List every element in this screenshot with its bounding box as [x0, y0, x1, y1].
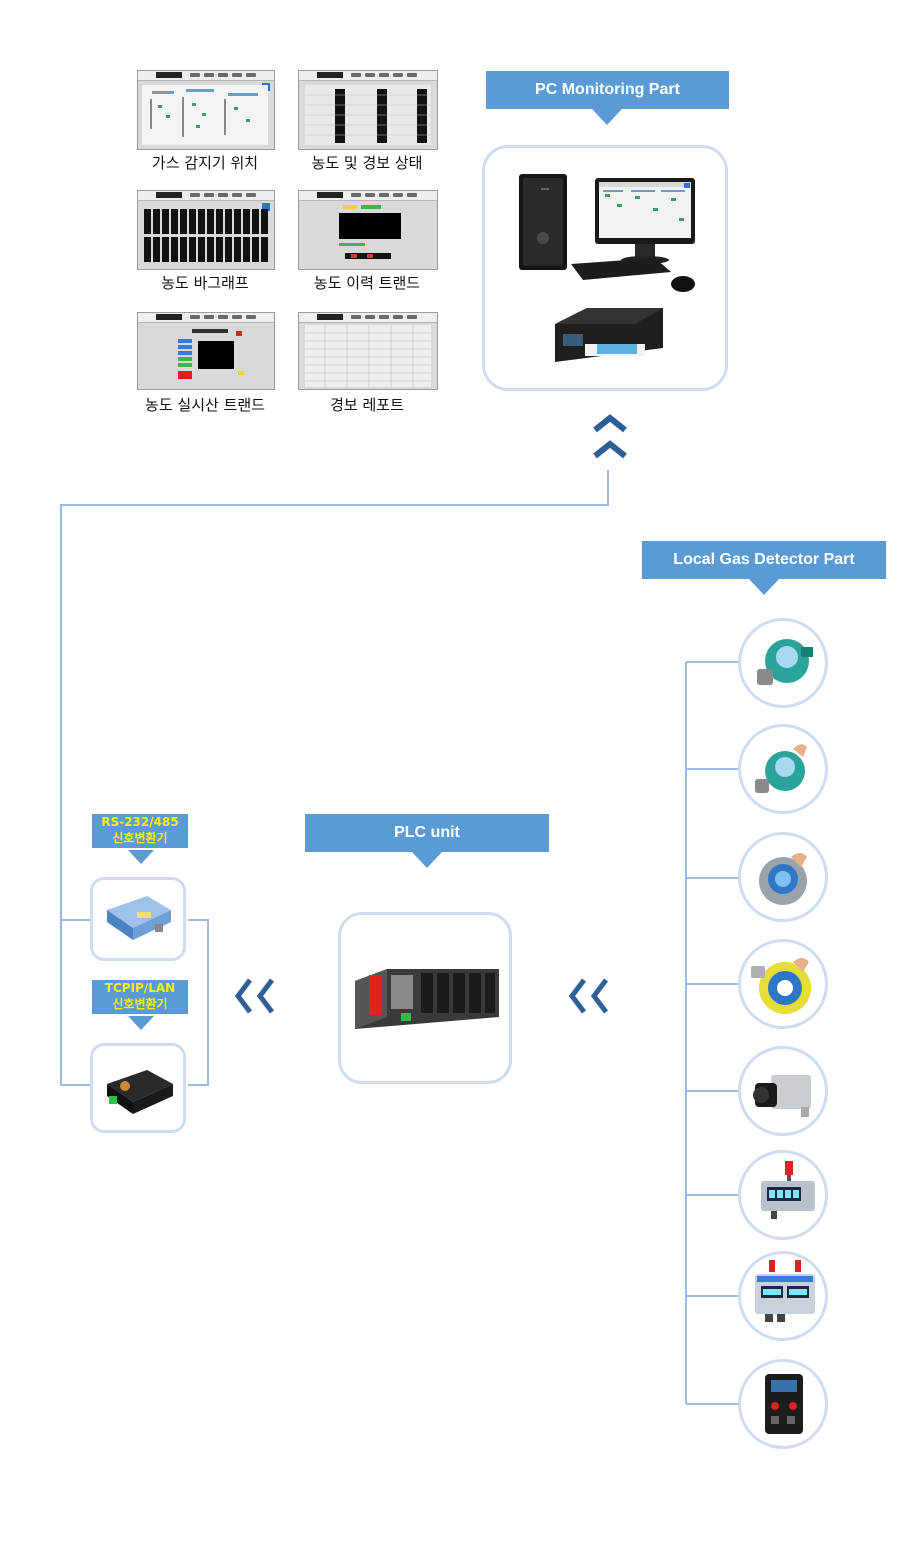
keyboard-icon: [571, 258, 695, 292]
serial-converter-label: RS-232/485 신호변환기: [92, 814, 188, 848]
pc-banner-arrow-icon: [592, 109, 622, 125]
gas-detector-icon: [755, 744, 807, 793]
screen-label-status: 농도 및 경보 상태: [311, 154, 423, 172]
screen-thumb-realtime: [137, 312, 275, 390]
local-banner-arrow-icon: [749, 579, 779, 595]
serial-converter-box: [90, 877, 186, 961]
pc-panel: [482, 145, 728, 391]
detector-circle-1: [738, 618, 828, 708]
serial-converter-icon: [107, 896, 171, 940]
local-detector-banner-text: Local Gas Detector Part: [673, 551, 855, 568]
lan-converter-label: TCPIP/LAN 신호변환기: [92, 980, 188, 1014]
detector-circle-5: [738, 1046, 828, 1136]
plc-panel: [338, 912, 512, 1084]
lan-arrow-icon: [128, 1016, 154, 1030]
screen-label-trend: 농도 이력 트랜드: [313, 274, 421, 292]
screen-thumb-bargraph: [137, 190, 275, 270]
printer-icon: [555, 308, 663, 362]
left-chevron-icon-detectors: [568, 978, 608, 1014]
plc-banner: PLC unit: [305, 814, 549, 852]
detector-circle-8: [738, 1359, 828, 1449]
left-chevron-icon-plc: [234, 978, 274, 1014]
serial-converter-label-line1: RS-232/485: [101, 815, 179, 829]
gas-detector-icon: [753, 1075, 811, 1117]
detector-circle-7: [738, 1251, 828, 1341]
gas-detector-icon: [759, 853, 807, 905]
plc-banner-text: PLC unit: [394, 824, 460, 841]
screen-label-report: 경보 레포트: [330, 396, 404, 414]
serial-arrow-icon: [128, 850, 154, 864]
gas-detector-icon: [751, 958, 811, 1014]
screen-label-location: 가스 감지기 위치: [151, 154, 259, 172]
detector-circle-6: [738, 1150, 828, 1240]
gas-control-panel-icon: [765, 1374, 803, 1434]
monitor-icon: [595, 178, 695, 264]
screen-thumb-status: [298, 70, 438, 150]
screen-thumb-location: [137, 70, 275, 150]
lan-converter-label-line2: 신호변환기: [112, 997, 168, 1011]
lan-converter-icon: [107, 1070, 173, 1114]
detector-circle-4: [738, 939, 828, 1029]
serial-converter-label-line2: 신호변환기: [112, 831, 168, 845]
screen-thumb-trend: [298, 190, 438, 270]
screen-label-realtime: 농도 실시산 트랜드: [145, 396, 265, 414]
plc-banner-arrow-icon: [412, 852, 442, 868]
lan-converter-label-line1: TCPIP/LAN: [104, 981, 176, 995]
plc-unit-icon: [355, 969, 499, 1029]
gas-display-icon: [761, 1161, 815, 1219]
gas-detector-icon: [757, 639, 813, 685]
up-chevron-icon: [593, 414, 627, 459]
pc-monitoring-banner-text: PC Monitoring Part: [535, 81, 680, 98]
screen-thumb-report: [298, 312, 438, 390]
pc-tower-icon: [519, 174, 567, 270]
pc-monitoring-banner: PC Monitoring Part: [486, 71, 729, 109]
detector-circle-2: [738, 724, 828, 814]
screen-label-bargraph: 농도 바그래프: [161, 274, 249, 292]
gas-display-icon: [755, 1260, 815, 1322]
lan-converter-box: [90, 1043, 186, 1133]
detector-circle-3: [738, 832, 828, 922]
local-detector-banner: Local Gas Detector Part: [642, 541, 886, 579]
